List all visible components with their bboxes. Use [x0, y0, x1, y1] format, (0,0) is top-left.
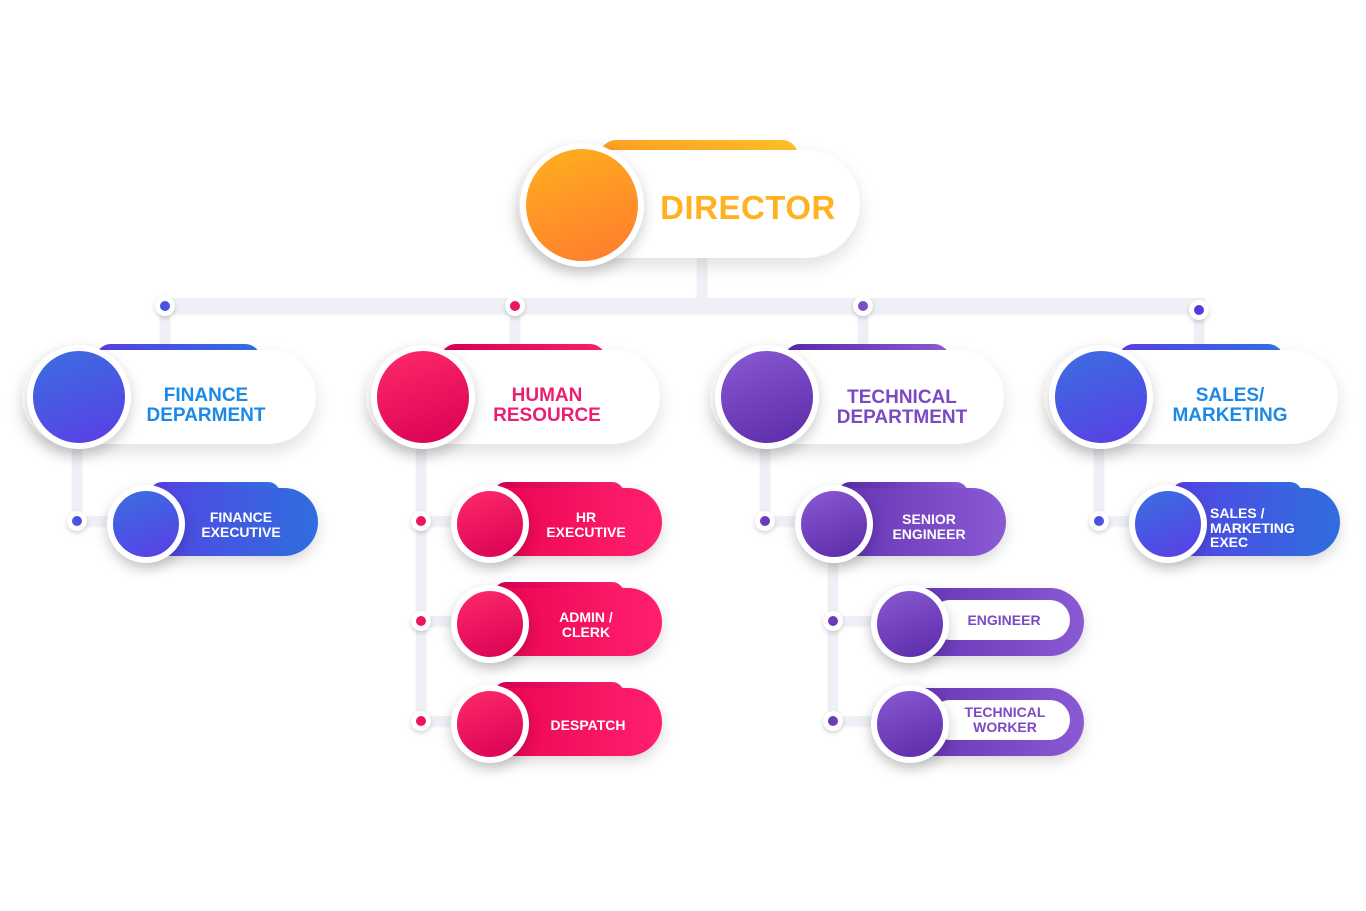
finance-drop-line — [160, 306, 170, 352]
connector-dot — [411, 711, 431, 731]
senior-engineer-circle — [795, 485, 873, 563]
engineer-label: ENGINEER — [967, 611, 1041, 628]
sales-branch-line — [1098, 516, 1138, 526]
director-circle — [520, 143, 644, 267]
hr-branch-line-2 — [420, 616, 460, 626]
connector-dot — [505, 296, 525, 316]
connector-dot — [67, 511, 87, 531]
technical-drop-line — [858, 306, 868, 352]
despatch-label: DESPATCH — [550, 716, 626, 733]
connector-dot — [853, 296, 873, 316]
engineer-branch-line-1 — [832, 616, 878, 626]
technical-branch-line — [764, 516, 804, 526]
connector-dot — [411, 511, 431, 531]
technical-department-circle — [715, 345, 819, 449]
sales-marketing-circle — [1049, 345, 1153, 449]
connector-dot — [411, 611, 431, 631]
technical-worker-inner-panel — [930, 700, 1070, 740]
director-label: DIRECTOR — [660, 188, 836, 226]
connector-dot — [823, 711, 843, 731]
connector-dot — [1089, 511, 1109, 531]
sales-marketing-label: SALES/MARKETING — [1172, 385, 1288, 426]
finance-vertical-line — [72, 440, 82, 526]
despatch-circle — [451, 685, 529, 763]
connector-dot — [755, 511, 775, 531]
hr-vertical-line — [416, 440, 426, 726]
technical-vertical-line — [760, 440, 770, 526]
connector-dot — [823, 611, 843, 631]
connector-dot — [1189, 300, 1209, 320]
technical-worker-circle — [871, 685, 949, 763]
finance-branch-line — [76, 516, 116, 526]
connector-dot — [155, 296, 175, 316]
admin-clerk-circle — [451, 585, 529, 663]
engineer-inner-panel — [930, 600, 1070, 640]
sales-vertical-line — [1094, 440, 1104, 526]
director-stem — [697, 255, 707, 305]
hr-executive-circle — [451, 485, 529, 563]
engineer-vertical-line — [828, 550, 838, 726]
sales-drop-line — [1194, 306, 1204, 352]
finance-executive-circle — [107, 485, 185, 563]
engineer-circle — [871, 585, 949, 663]
admin-clerk-label: ADMIN /CLERK — [559, 609, 613, 640]
sales-marketing-exec-circle — [1129, 485, 1207, 563]
hr-branch-line-1 — [420, 516, 460, 526]
finance-department-circle — [27, 345, 131, 449]
human-resource-circle — [371, 345, 475, 449]
main-horizontal-line — [160, 298, 1205, 314]
hr-branch-line-3 — [420, 716, 460, 726]
hr-drop-line — [510, 306, 520, 352]
engineer-branch-line-2 — [832, 716, 878, 726]
